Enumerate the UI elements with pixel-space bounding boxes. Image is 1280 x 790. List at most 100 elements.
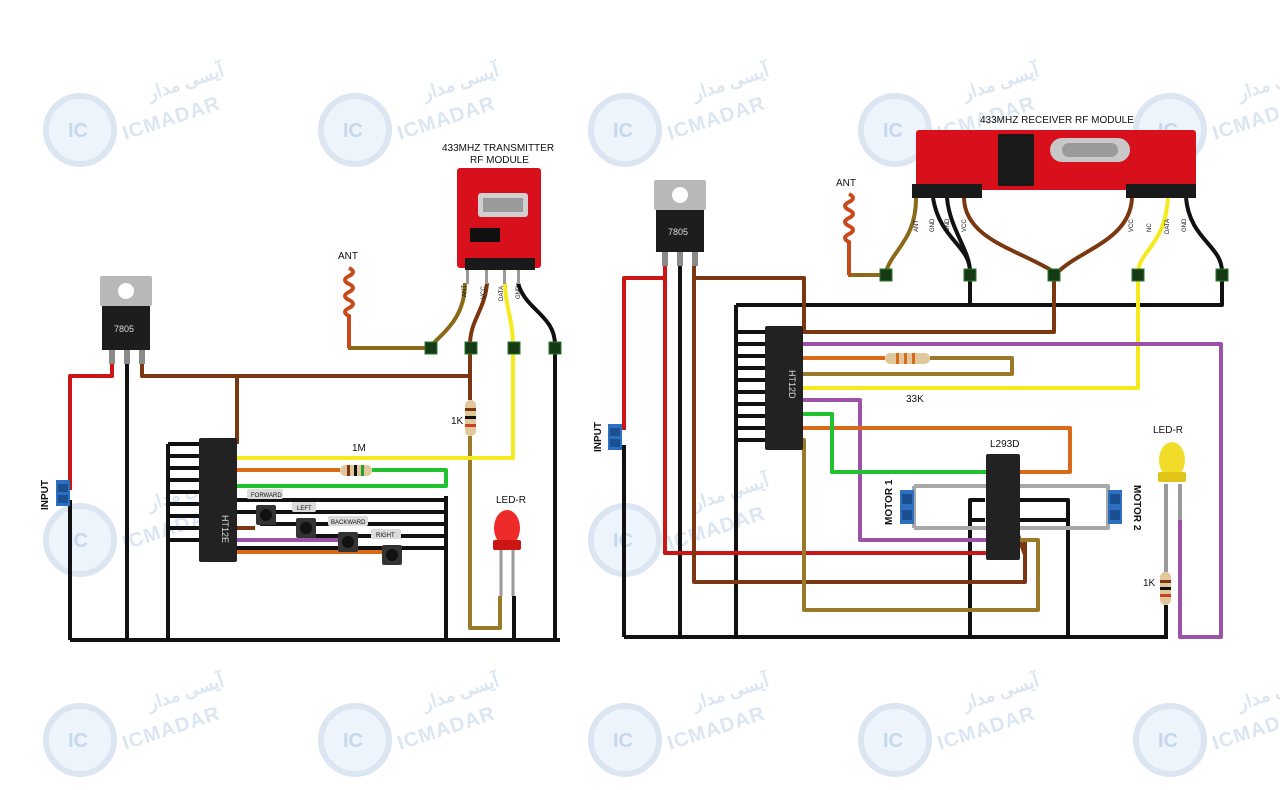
rx-input-label: INPUT [593,422,604,452]
rx-wire-green [802,412,986,474]
rx-33k-label: 33K [906,394,924,405]
rx-pin-data: DATA [1165,219,1171,234]
rx-module-title: 433MHZ RECEIVER RF MODULE [980,115,1134,126]
rx-motor2: MOTOR 2 [1108,485,1142,531]
rx-driver-l293d: L293D [986,439,1020,560]
watermark-badge: IC [343,730,363,752]
rx-wire-vcc [692,264,1056,334]
tx-pin-gnd: GND [516,285,522,299]
watermark-tile: IC آیسی مدار ICMADAR [588,468,773,577]
watermark-badge: IC [883,730,903,752]
rx-1k-label: 1K [1143,578,1156,589]
watermark-badge: IC [613,730,633,752]
watermark-badge: IC [68,730,88,752]
rx-wire-data [802,278,1140,390]
watermark-brand: ICMADAR [120,702,223,754]
button-backward-label: BACKWARD [331,520,366,526]
rx-pin-gnd1: GND [930,218,936,232]
tx-pin-ant: ANT [462,285,468,297]
wire-osc-green [236,468,448,488]
watermark-badge: IC [343,120,363,142]
watermark-tile: IC آیسی مدار ICMADAR [588,668,773,777]
wire-1k-led [468,436,502,630]
rx-antenna: ANT [836,178,856,275]
watermark-badge: IC [1158,730,1178,752]
motor2-label: MOTOR 2 [1131,485,1142,531]
watermark-badge: IC [613,120,633,142]
rx-wire-olive-motor [802,438,1040,612]
wire-vcc [140,348,472,378]
rx-pin-gnd3: GND [1182,218,1188,232]
tx-led-label: LED-R [496,495,526,506]
tx-1k-label: 1K [451,416,464,427]
rx-regulator: 7805 [654,180,706,266]
tx-terminals [424,341,562,355]
rx-ic-ht12d: HT12D [765,326,803,450]
tx-pin-vcc: VCC [481,286,487,299]
watermark-tile: IC آیسی مدار ICMADAR [588,58,773,167]
watermark-persian: آیسی مدار [1233,668,1280,715]
wire-vin [68,362,114,490]
watermark-persian: آیسی مدار [1233,58,1280,105]
tx-antenna: ANT [338,251,358,348]
tx-resistor-1k: 1K [451,400,476,436]
tx-pin-data: DATA [499,286,505,301]
button-left-label: LEFT [297,506,312,512]
watermark-brand: ICMADAR [665,702,768,754]
tx-module-title-2: RF MODULE [470,155,529,166]
button-right-label: RIGHT [376,533,395,539]
rx-led-label: LED-R [1153,425,1183,436]
rx-ic-label: HT12D [787,370,797,399]
tx-regulator-label: 7805 [114,324,134,334]
watermark-tile: IC آیسی مدار ICMADAR [858,668,1043,777]
wire-gnd-module-curve [516,282,557,346]
rx-driver-label: L293D [990,439,1019,450]
watermark-tile: IC آیسی مدار ICMADAR [43,668,228,777]
rx-rf-module: 433MHZ RECEIVER RF MODULE ANT GND GND VC… [912,115,1196,234]
tx-antenna-label: ANT [338,251,358,262]
watermark-brand: ICMADAR [935,702,1038,754]
rx-pin-gnd2: GND [945,218,951,232]
wire-data [236,348,515,460]
watermark-badge: IC [883,120,903,142]
rx-input-terminal: INPUT [593,422,622,452]
watermark-tile: IC آیسی مدار ICMADAR [43,58,228,167]
watermark-brand: ICMADAR [120,92,223,144]
watermark-tile: IC آیسی مدار ICMADAR [1133,668,1280,777]
rx-antenna-label: ANT [836,178,856,189]
rx-motor1: MOTOR 1 [884,479,914,525]
tx-led: LED-R [493,495,526,596]
tx-input-terminal: INPUT [40,480,70,510]
tx-rf-module: 433MHZ TRANSMITTER RF MODULE ANT VCC DAT… [442,143,554,301]
motor1-label: MOTOR 1 [884,479,895,525]
watermark-badge: IC [68,530,88,552]
rx-led: LED-R [1153,425,1186,482]
rx-wire-olive-osc [802,356,1014,376]
rx-wire-vin [622,264,667,430]
button-forward-label: FORWARD [251,493,282,499]
rx-pin-nc: NC [1147,223,1153,232]
tx-resistor-1m: 1M [340,443,372,476]
rx-resistor-33k: 33K [885,353,930,405]
tx-1m-label: 1M [352,443,366,454]
rx-wire-orange-motor [802,426,1072,474]
watermark-brand: ICMADAR [665,92,768,144]
rx-pin-ant: ANT [914,220,920,232]
tx-regulator: 7805 [100,276,152,364]
tx-ic-label: HT12E [220,515,230,543]
watermark-tile: IC آیسی مدار ICMADAR [318,668,503,777]
watermark-brand: ICMADAR [395,92,498,144]
rx-pin-vcc: VCC [962,219,968,232]
rx-wire-purple-led [802,342,1223,639]
tx-input-label: INPUT [40,480,51,510]
rx-resistor-1k: 1K [1143,572,1171,605]
tx-ic-ht12e: HT12E [199,438,237,562]
rx-regulator-label: 7805 [668,227,688,237]
watermark-badge: IC [68,120,88,142]
tx-module-title-1: 433MHZ TRANSMITTER [442,143,554,154]
watermark-brand: ICMADAR [395,702,498,754]
rx-terminals [879,268,1229,282]
tx-buttons: FORWARD LEFT BACKWARD RIGHT [247,489,402,565]
